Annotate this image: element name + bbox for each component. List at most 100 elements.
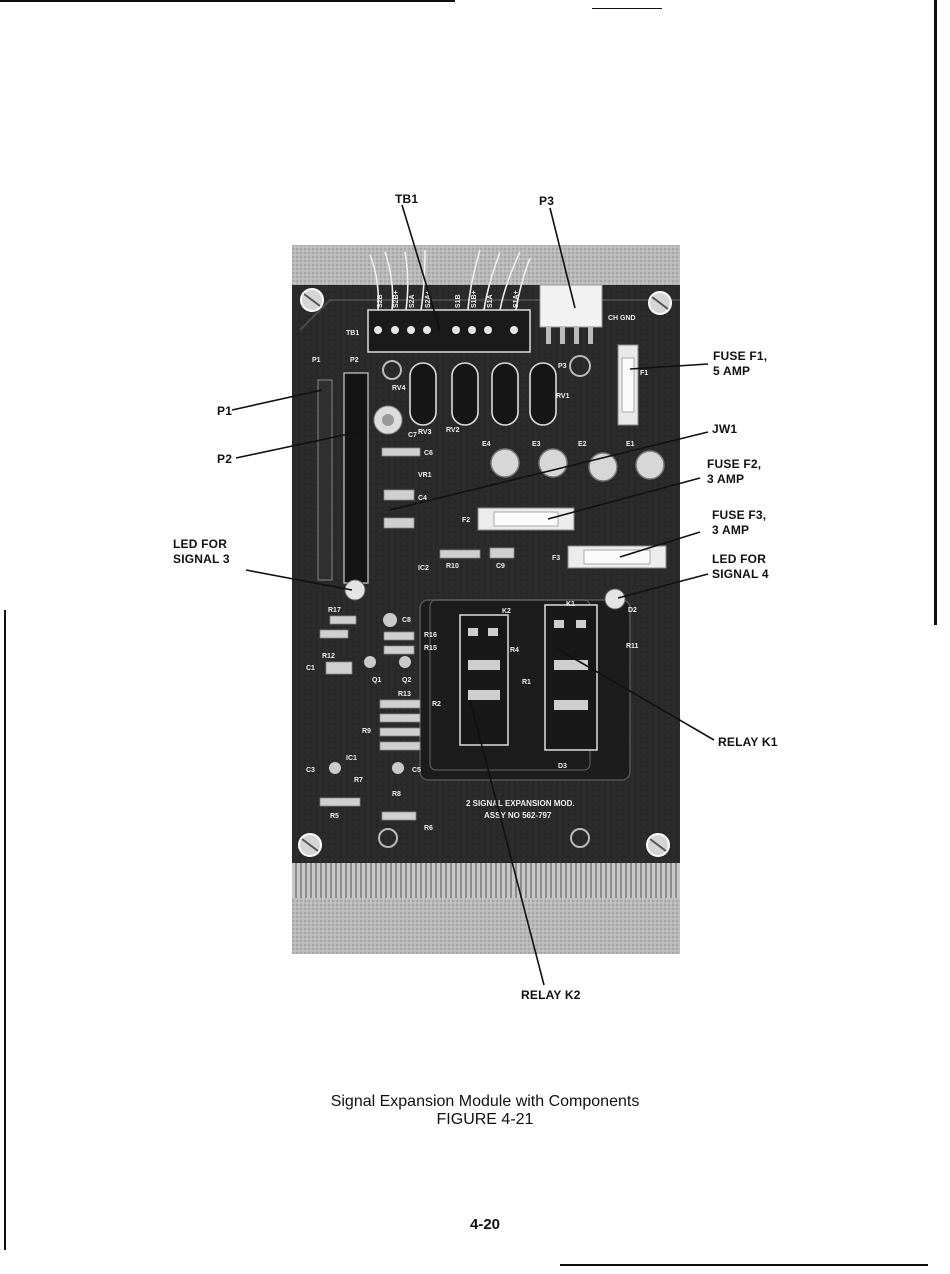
- silk-d3: D3: [558, 763, 567, 770]
- leader-fuse-f1: [629, 363, 709, 370]
- callout-relay-k1: RELAY K1: [718, 735, 778, 749]
- silk-p2: P2: [350, 357, 359, 364]
- silk-assembly-number: ASSY NO 562-797: [484, 811, 552, 820]
- callout-fuse-f2: FUSE F2, 3 AMP: [707, 457, 762, 486]
- leader-p2: [235, 431, 359, 459]
- led-signal-3-component: [344, 579, 366, 601]
- silk-c5: C5: [412, 767, 421, 774]
- silk-f3: F3: [552, 555, 560, 562]
- wiring-background: [292, 245, 680, 287]
- silk-rv1: RV1: [556, 393, 570, 400]
- silk-e3: E3: [532, 441, 541, 448]
- silk-e1: E1: [626, 441, 635, 448]
- silk-terminal-label: S1B+: [471, 290, 478, 308]
- silk-c3: C3: [306, 767, 315, 774]
- silk-rv4: RV4: [392, 385, 406, 392]
- leader-fuse-f3: [619, 531, 701, 558]
- callout-led-signal-3: LED FOR SIGNAL 3: [173, 537, 230, 566]
- silk-c8: C8: [402, 617, 411, 624]
- silk-vr1: VR1: [418, 472, 432, 479]
- silk-e4: E4: [482, 441, 491, 448]
- silk-f2: F2: [462, 517, 470, 524]
- varistors: [409, 362, 557, 426]
- silk-module-name: 2 SIGNAL EXPANSION MOD.: [466, 799, 575, 808]
- silk-c7: C7: [408, 432, 417, 439]
- relay-k2-component: [459, 614, 509, 746]
- left-border: [4, 610, 6, 1250]
- leader-jw1: [389, 431, 709, 511]
- silk-p1: P1: [312, 357, 321, 364]
- silk-d2: D2: [628, 607, 637, 614]
- callout-fuse-f3: FUSE F3, 3 AMP: [712, 508, 767, 537]
- silk-q1: Q1: [372, 677, 381, 684]
- leader-tb1: [401, 204, 441, 331]
- silk-k2: K2: [502, 608, 511, 615]
- silk-c4: C4: [418, 495, 427, 502]
- bottom-border: [560, 1264, 928, 1266]
- silk-terminal-label: S2B: [377, 294, 384, 308]
- callout-led-signal-4: LED FOR SIGNAL 4: [712, 552, 769, 581]
- silk-r2: R2: [432, 701, 441, 708]
- silk-r9: R9: [362, 728, 371, 735]
- silk-c9: C9: [496, 563, 505, 570]
- silk-c1: C1: [306, 665, 315, 672]
- silk-r11: R11: [626, 643, 639, 650]
- leader-led-signal-3: [245, 569, 353, 591]
- leader-relay-k2: [469, 699, 545, 986]
- wire-bundle: [369, 249, 531, 311]
- leader-relay-k1: [555, 647, 715, 741]
- heatsink-fins: [292, 860, 680, 900]
- silk-r1: R1: [522, 679, 531, 686]
- top-border-left: [0, 0, 455, 2]
- figure-number: FIGURE 4-21: [436, 1111, 534, 1128]
- page-number: 4-20: [469, 1216, 501, 1233]
- connector-p1: [317, 379, 333, 581]
- callout-relay-k2: RELAY K2: [521, 988, 581, 1002]
- silk-terminal-label: S1A: [487, 294, 494, 308]
- silk-r5: R5: [330, 813, 339, 820]
- silk-r16: R16: [424, 632, 437, 639]
- silk-q2: Q2: [402, 677, 411, 684]
- silk-terminal-label: S1B: [455, 294, 462, 308]
- callout-p3: P3: [539, 194, 555, 208]
- silk-e2: E2: [578, 441, 587, 448]
- silk-r6: R6: [424, 825, 433, 832]
- silk-ic2: IC2: [418, 565, 429, 572]
- silk-f1: F1: [640, 370, 648, 377]
- silk-ic1: IC1: [346, 755, 357, 762]
- silk-rv3: RV3: [418, 429, 432, 436]
- top-border-right: [592, 8, 662, 9]
- right-border: [934, 0, 937, 625]
- silk-p3: P3: [558, 363, 567, 370]
- silk-c6: C6: [424, 450, 433, 457]
- terminal-block-tb1: [367, 309, 531, 353]
- silk-ch-gnd: CH GND: [608, 315, 636, 322]
- resistors: [319, 447, 515, 821]
- callout-fuse-f1: FUSE F1, 5 AMP: [713, 349, 768, 378]
- silk-rv2: RV2: [446, 427, 460, 434]
- callout-jw1: JW1: [712, 422, 738, 436]
- leader-led-signal-4: [617, 573, 709, 599]
- led-signal-4-component: [604, 588, 626, 610]
- callout-p2: P2: [217, 452, 233, 466]
- silk-r8: R8: [392, 791, 401, 798]
- silk-tb1: TB1: [346, 330, 359, 337]
- callout-p1: P1: [217, 404, 233, 418]
- silk-r4: R4: [510, 647, 519, 654]
- silk-r13: R13: [398, 691, 411, 698]
- leader-fuse-f2: [547, 477, 701, 520]
- callout-tb1: TB1: [395, 192, 419, 206]
- leader-p1: [231, 389, 323, 411]
- connector-p2: [343, 372, 369, 584]
- silk-r15: R15: [424, 645, 437, 652]
- silk-terminal-label: S2A: [409, 294, 416, 308]
- silk-r12: R12: [322, 653, 335, 660]
- figure-title: Signal Expansion Module with Components: [330, 1093, 640, 1110]
- silk-terminal-label: S2B+: [393, 290, 400, 308]
- silk-k1: K1: [566, 601, 575, 608]
- silk-r7: R7: [354, 777, 363, 784]
- relay-k1-component: [544, 604, 598, 751]
- silk-r10: R10: [446, 563, 459, 570]
